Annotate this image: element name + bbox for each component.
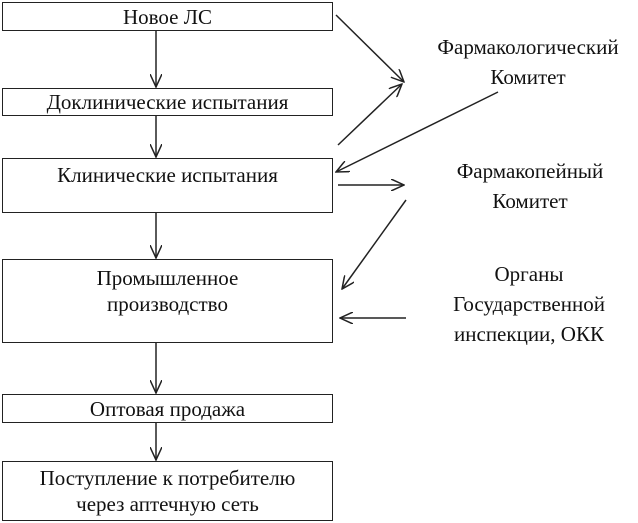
- agency-pharmacological-committee: Фармакологический Комитет: [418, 32, 638, 92]
- step-preclinical-trials: Доклинические испытания: [2, 88, 333, 116]
- agency-inspection-line2: Государственной: [453, 292, 605, 316]
- step-preclinical-trials-label: Доклинические испытания: [46, 90, 289, 114]
- agency-pharmacological-line2: Комитет: [490, 65, 566, 89]
- arrow-pharmacopoeia-to-production: [342, 199, 407, 289]
- step-wholesale-label: Оптовая продажа: [89, 396, 246, 421]
- agency-pharmacological-line1: Фармакологический: [437, 35, 619, 59]
- step-consumer-delivery-line2: через аптечную сеть: [76, 492, 259, 516]
- step-consumer-delivery-line1: Поступление к потребителю: [39, 466, 296, 490]
- step-clinical-trials: Клинические испытания: [2, 158, 333, 213]
- arrow-clinical-to-pharmacological: [337, 84, 402, 146]
- agency-pharmacopoeia-line2: Комитет: [492, 189, 568, 213]
- agency-pharmacopoeia-line1: Фармакопейный: [456, 159, 604, 183]
- arrow-new-to-pharmacological: [335, 14, 404, 82]
- step-new-drug: Новое ЛС: [2, 2, 333, 31]
- step-clinical-trials-label: Клинические испытания: [57, 163, 278, 187]
- step-consumer-delivery: Поступление к потребителю через аптечную…: [2, 461, 333, 521]
- step-wholesale: Оптовая продажа: [2, 394, 333, 423]
- agency-inspection-line3: инспекции, ОКК: [454, 322, 604, 346]
- step-new-drug-label: Новое ЛС: [122, 4, 212, 29]
- step-industrial-production-line2: производство: [107, 292, 228, 316]
- step-industrial-production-line1: Промышленное: [96, 266, 239, 290]
- arrow-pharmacological-to-clinical: [336, 91, 499, 172]
- agency-pharmacopoeia-committee: Фармакопейный Комитет: [430, 156, 630, 216]
- agency-state-inspection: Органы Государственной инспекции, ОКК: [420, 259, 638, 349]
- step-industrial-production: Промышленное производство: [2, 259, 333, 343]
- agency-inspection-line1: Органы: [494, 262, 564, 286]
